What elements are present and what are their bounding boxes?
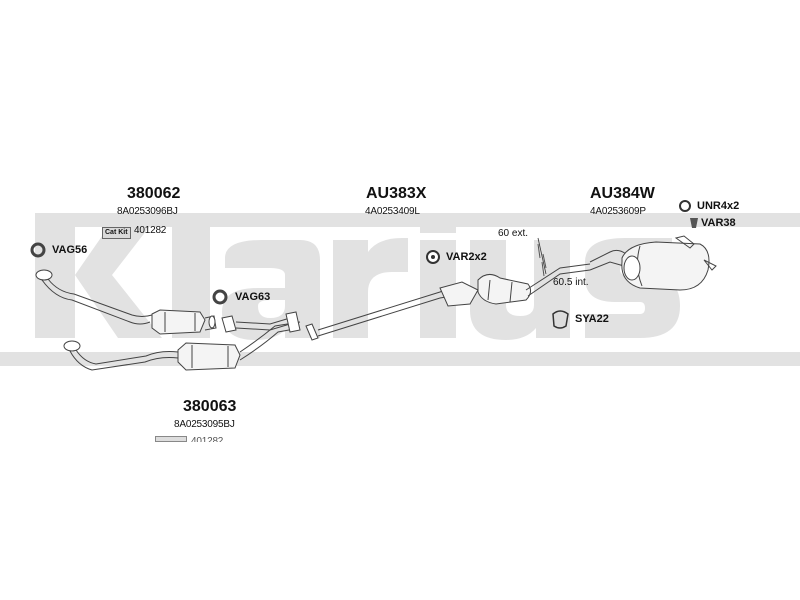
dimension-int: 60.5 int. bbox=[553, 277, 589, 288]
centre-pipe[interactable] bbox=[305, 263, 591, 341]
part-ref-au384w: 4A0253609P bbox=[590, 206, 646, 217]
sya22-bracket-icon bbox=[552, 310, 569, 329]
fitting-label-var2x2[interactable]: VAR2x2 bbox=[446, 251, 487, 263]
part-code-380063[interactable]: 380063 bbox=[183, 398, 237, 415]
fitting-icons bbox=[30, 200, 698, 329]
part-ref-380062: 8A0253096BJ bbox=[117, 206, 178, 217]
cat-kit-badge: Cat Kit bbox=[102, 227, 131, 239]
part-ref-au383x: 4A0253409L bbox=[365, 206, 420, 217]
part-code-380062[interactable]: 380062 bbox=[127, 185, 181, 202]
var38-mount-icon bbox=[690, 218, 698, 228]
fitting-label-vag63[interactable]: VAG63 bbox=[235, 291, 271, 303]
kit-ref-380062: 401282 bbox=[134, 225, 167, 236]
vag56-ring-icon bbox=[30, 242, 46, 258]
front-pipe-upper[interactable] bbox=[35, 269, 217, 335]
dimension-markers bbox=[537, 243, 547, 277]
fitting-label-var38[interactable]: VAR38 bbox=[701, 217, 736, 229]
dimension-ext: 60 ext. bbox=[498, 228, 529, 239]
part-ref-380063: 8A0253095BJ bbox=[174, 419, 235, 430]
vag63-ring-icon bbox=[212, 289, 228, 305]
fitting-label-vag56[interactable]: VAG56 bbox=[52, 244, 88, 256]
fitting-label-sya22[interactable]: SYA22 bbox=[575, 313, 609, 325]
kit-ref-380063-cropped: 401282 bbox=[155, 436, 223, 442]
part-code-au383x[interactable]: AU383X bbox=[366, 185, 427, 202]
front-pipe-lower[interactable] bbox=[63, 311, 301, 371]
rear-silencer[interactable] bbox=[589, 235, 717, 291]
unr4x2-ring-icon bbox=[679, 200, 691, 212]
fitting-label-unr4x2[interactable]: UNR4x2 bbox=[697, 200, 740, 212]
part-code-au384w[interactable]: AU384W bbox=[590, 185, 655, 202]
